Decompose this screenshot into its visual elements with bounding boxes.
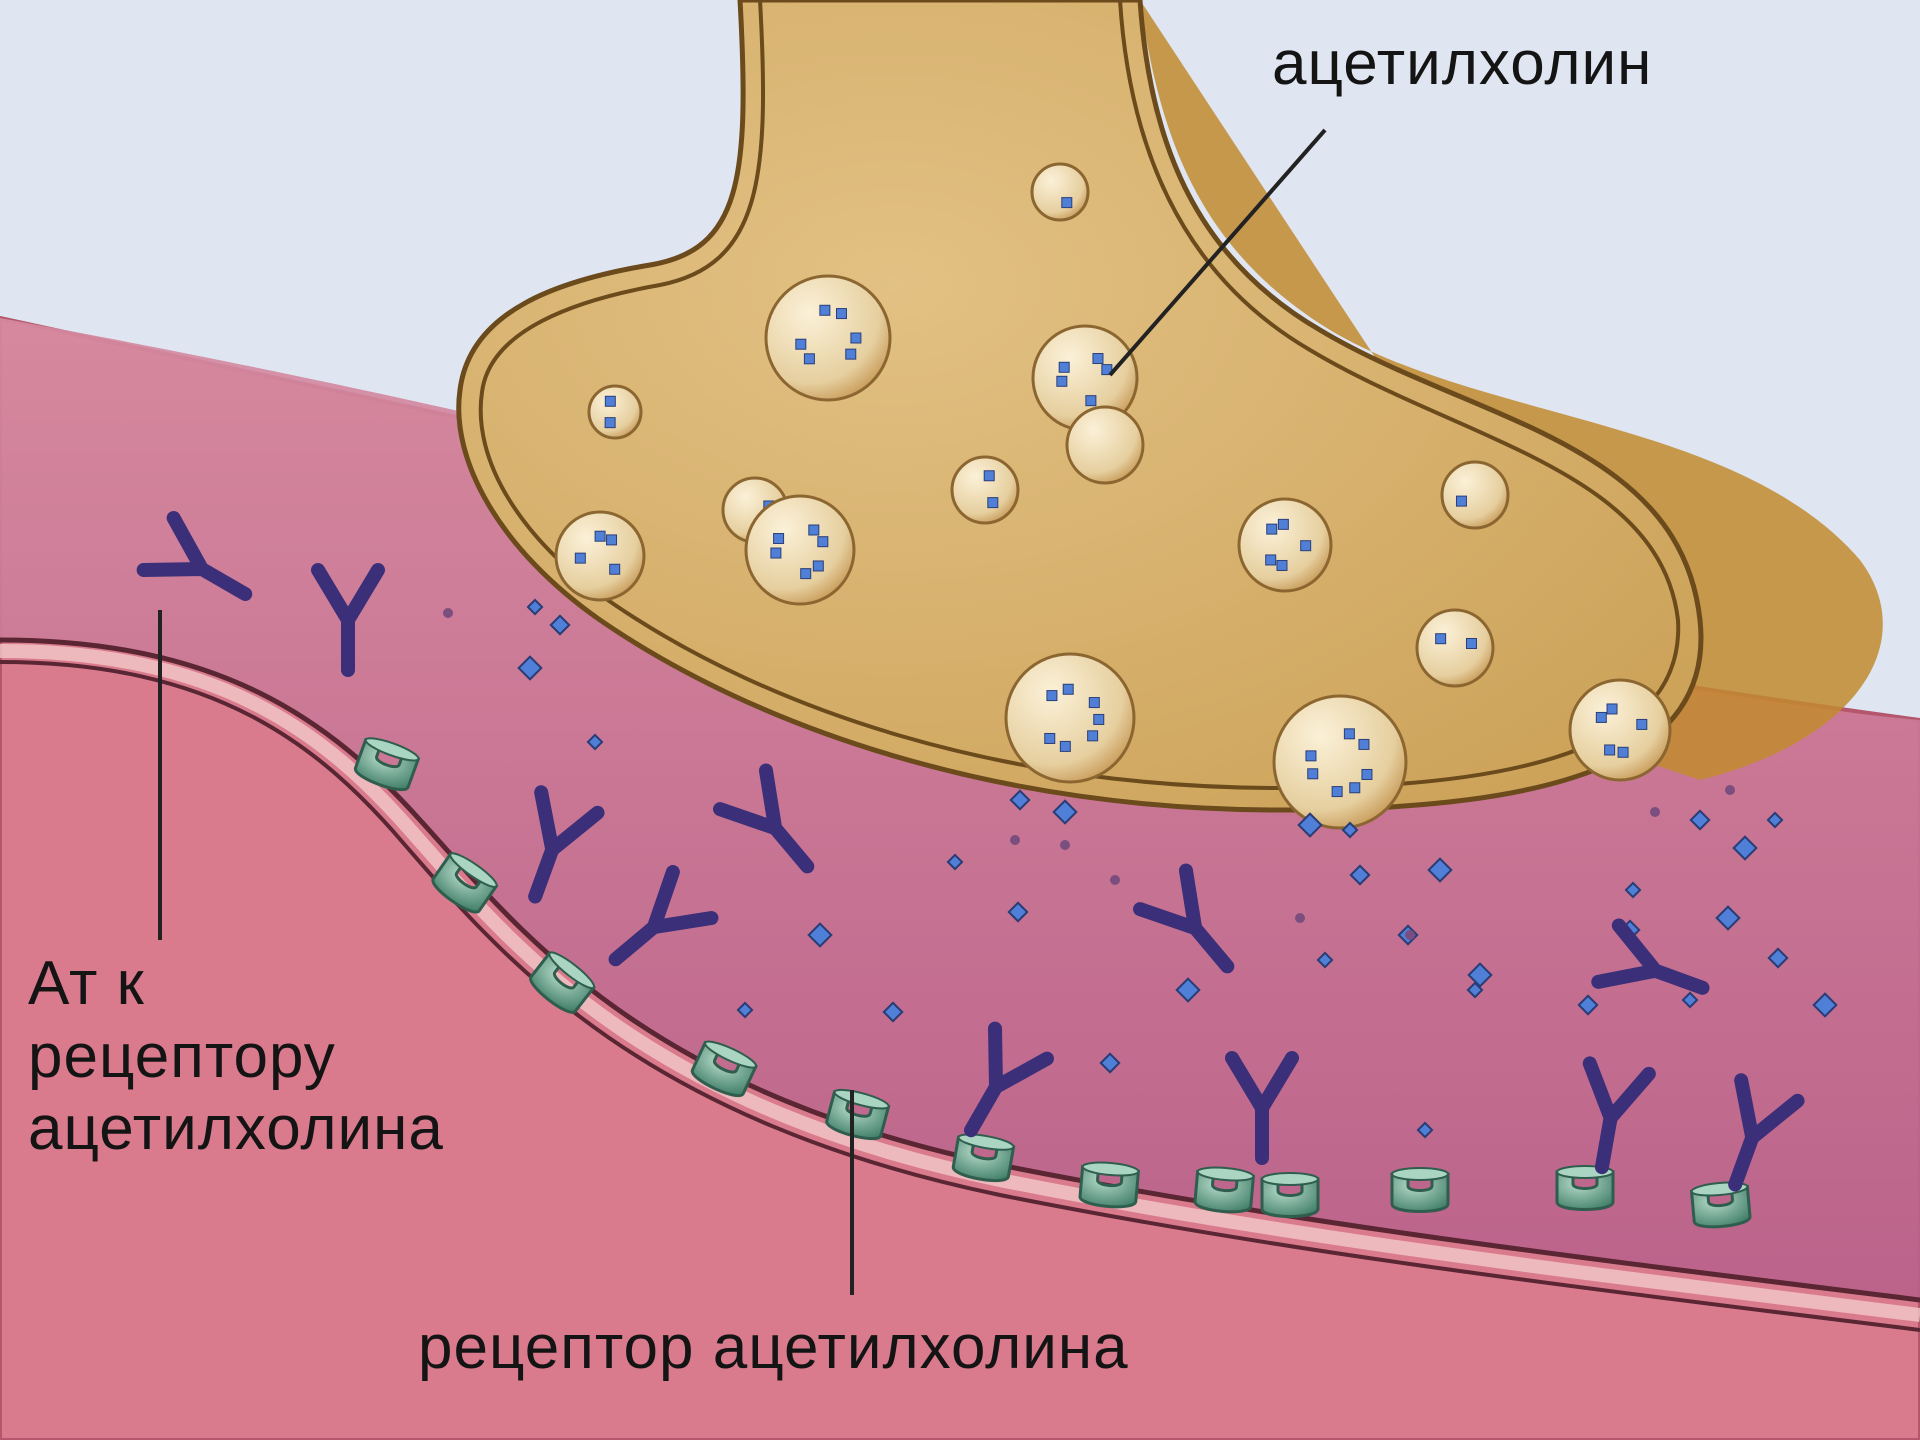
vesicle-acetylcholine bbox=[1596, 712, 1606, 722]
vesicle-acetylcholine bbox=[1359, 739, 1369, 749]
vesicle-acetylcholine bbox=[1266, 555, 1276, 565]
vesicle-acetylcholine bbox=[1057, 376, 1067, 386]
vesicle-acetylcholine bbox=[595, 531, 605, 541]
vesicle-acetylcholine bbox=[1308, 769, 1318, 779]
acetylcholine-receptor bbox=[1691, 1181, 1751, 1229]
vesicle-acetylcholine bbox=[1456, 496, 1466, 506]
acetylcholine-receptor bbox=[1392, 1168, 1448, 1212]
acetylcholine-fragment bbox=[1110, 875, 1120, 885]
acetylcholine-receptor bbox=[1079, 1161, 1139, 1209]
vesicle-acetylcholine bbox=[1350, 783, 1360, 793]
vesicle bbox=[1442, 462, 1508, 528]
vesicle-acetylcholine bbox=[1362, 769, 1372, 779]
vesicle-acetylcholine bbox=[1045, 733, 1055, 743]
vesicle-acetylcholine bbox=[771, 548, 781, 558]
vesicle-acetylcholine bbox=[1637, 719, 1647, 729]
vesicle-acetylcholine bbox=[575, 553, 585, 563]
vesicle-acetylcholine bbox=[610, 564, 620, 574]
vesicle bbox=[556, 512, 644, 600]
acetylcholine-label: ацетилхолин bbox=[1272, 28, 1652, 101]
vesicle-acetylcholine bbox=[1332, 787, 1342, 797]
vesicle-acetylcholine bbox=[1301, 541, 1311, 551]
vesicle-acetylcholine bbox=[984, 471, 994, 481]
antibody-label: Ат к рецептору ацетилхолина bbox=[28, 948, 444, 1166]
acetylcholine-receptor bbox=[1194, 1166, 1254, 1214]
receptor-top bbox=[1262, 1173, 1318, 1185]
vesicle-acetylcholine bbox=[796, 339, 806, 349]
vesicle-acetylcholine bbox=[1060, 741, 1070, 751]
acetylcholine-fragment bbox=[443, 608, 453, 618]
vesicle-acetylcholine bbox=[1618, 747, 1628, 757]
vesicle-acetylcholine bbox=[605, 418, 615, 428]
vesicle-acetylcholine bbox=[1062, 198, 1072, 208]
vesicle bbox=[766, 276, 890, 400]
vesicle-acetylcholine bbox=[1059, 362, 1069, 372]
vesicle bbox=[1067, 407, 1143, 483]
vesicle-acetylcholine bbox=[1088, 731, 1098, 741]
receptor-label: рецептор ацетилхолина bbox=[418, 1312, 1129, 1385]
vesicle-acetylcholine bbox=[1277, 560, 1287, 570]
vesicle-acetylcholine bbox=[846, 349, 856, 359]
antibody-label-line-1: Ат к bbox=[28, 948, 444, 1021]
vesicle-acetylcholine bbox=[801, 569, 811, 579]
vesicle-acetylcholine bbox=[1436, 634, 1446, 644]
vesicle bbox=[1239, 499, 1331, 591]
acetylcholine-fragment bbox=[1650, 807, 1660, 817]
vesicle bbox=[1417, 610, 1493, 686]
vesicle-acetylcholine bbox=[1047, 691, 1057, 701]
vesicle-acetylcholine bbox=[607, 535, 617, 545]
vesicle-acetylcholine bbox=[1278, 519, 1288, 529]
acetylcholine-fragment bbox=[1010, 835, 1020, 845]
vesicle-acetylcholine bbox=[988, 498, 998, 508]
vesicle-acetylcholine bbox=[836, 309, 846, 319]
vesicle-acetylcholine bbox=[1267, 524, 1277, 534]
vesicle-acetylcholine bbox=[820, 305, 830, 315]
antibody-label-line-2: рецептору bbox=[28, 1021, 444, 1094]
vesicle bbox=[746, 496, 854, 604]
vesicle-acetylcholine bbox=[1094, 714, 1104, 724]
vesicle-acetylcholine bbox=[605, 396, 615, 406]
vesicle-acetylcholine bbox=[774, 534, 784, 544]
vesicle-acetylcholine bbox=[1607, 704, 1617, 714]
vesicle-acetylcholine bbox=[1344, 729, 1354, 739]
vesicle bbox=[1570, 680, 1670, 780]
vesicle bbox=[589, 386, 641, 438]
vesicle-acetylcholine bbox=[1063, 684, 1073, 694]
vesicle bbox=[1032, 164, 1088, 220]
acetylcholine-fragment bbox=[1405, 930, 1415, 940]
vesicle-acetylcholine bbox=[1466, 638, 1476, 648]
acetylcholine-fragment bbox=[1295, 913, 1305, 923]
vesicle-acetylcholine bbox=[1086, 396, 1096, 406]
antibody-label-line-3: ацетилхолина bbox=[28, 1093, 444, 1166]
vesicle-acetylcholine bbox=[851, 333, 861, 343]
vesicle-acetylcholine bbox=[818, 537, 828, 547]
acetylcholine-receptor bbox=[1262, 1173, 1318, 1217]
vesicle bbox=[1006, 654, 1134, 782]
vesicle-acetylcholine bbox=[809, 525, 819, 535]
receptor-top bbox=[1392, 1168, 1448, 1180]
vesicle-acetylcholine bbox=[1306, 751, 1316, 761]
vesicle-acetylcholine bbox=[813, 561, 823, 571]
vesicle-acetylcholine bbox=[1089, 698, 1099, 708]
vesicle bbox=[952, 457, 1018, 523]
vesicle-acetylcholine bbox=[804, 354, 814, 364]
acetylcholine-fragment bbox=[1725, 785, 1735, 795]
vesicle bbox=[1274, 696, 1406, 828]
vesicle-acetylcholine bbox=[1093, 354, 1103, 364]
acetylcholine-fragment bbox=[1060, 840, 1070, 850]
vesicle-acetylcholine bbox=[1605, 745, 1615, 755]
